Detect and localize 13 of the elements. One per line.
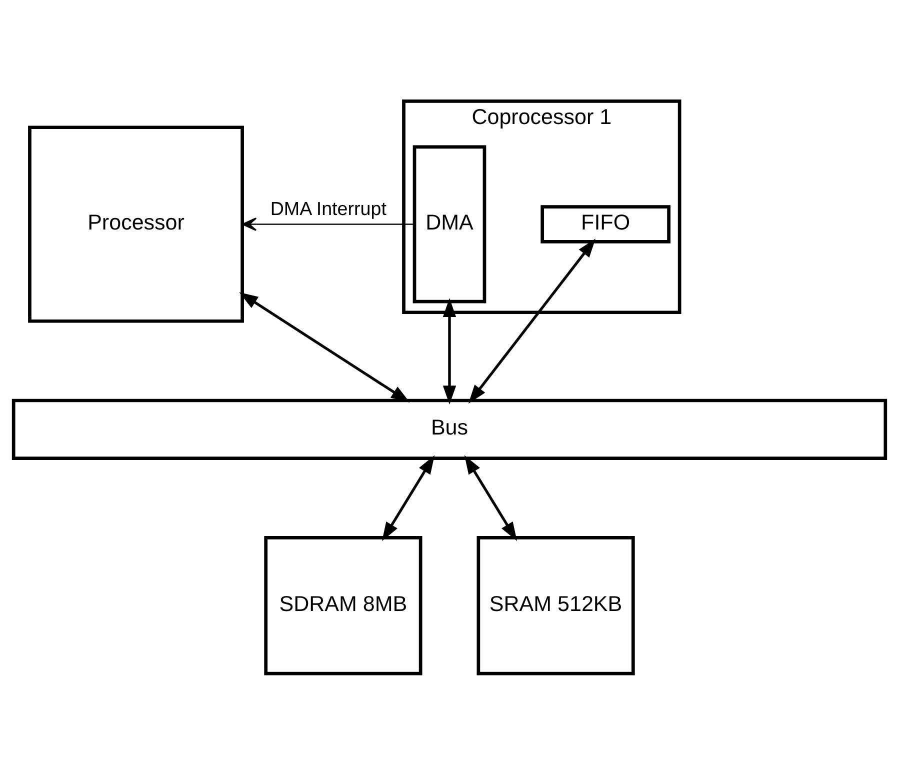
node-box: DMA xyxy=(412,145,486,304)
arrow xyxy=(242,218,414,231)
arrow xyxy=(442,298,456,405)
arrow xyxy=(239,292,410,402)
node-box: Processor xyxy=(28,126,244,323)
node-box: Bus xyxy=(12,398,888,460)
arrow xyxy=(382,455,435,542)
edge-label: DMA Interrupt xyxy=(270,198,386,220)
arrow xyxy=(468,238,596,404)
node-box: SRAM 512KB xyxy=(476,536,635,676)
node-box: SDRAM 8MB xyxy=(264,536,422,676)
arrow xyxy=(464,455,518,542)
node-box: FIFO xyxy=(540,205,670,244)
